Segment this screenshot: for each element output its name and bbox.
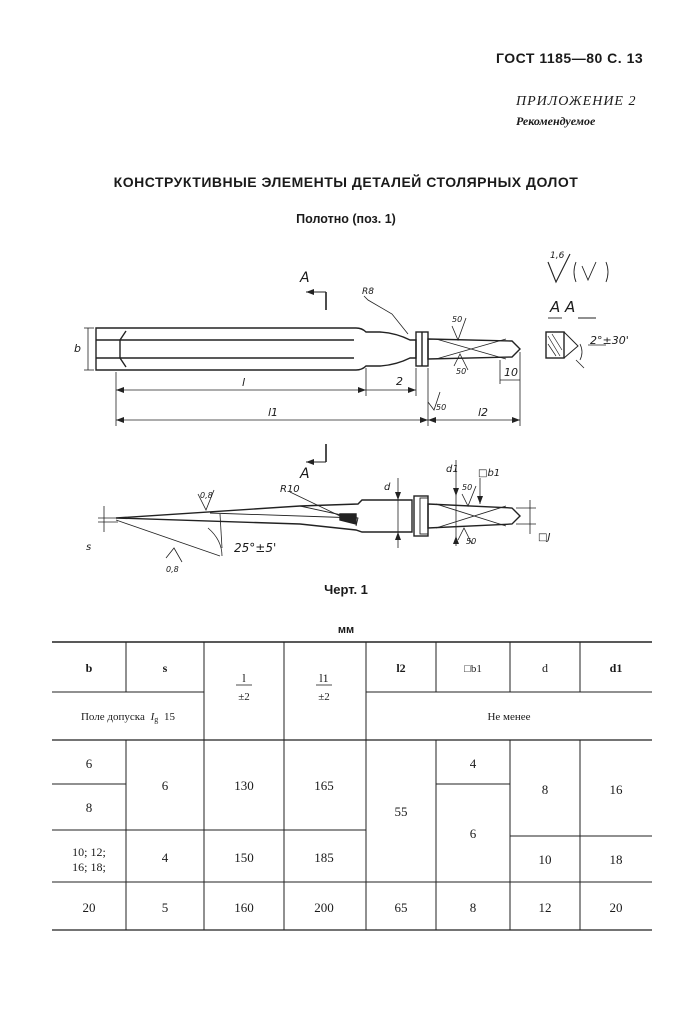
blade-side xyxy=(115,499,413,533)
dim-s: s xyxy=(86,542,91,553)
cell-s-4: 4 xyxy=(162,850,169,865)
header-d1: d1 xyxy=(610,661,623,675)
document-subtitle: Полотно (поз. 1) xyxy=(296,212,396,226)
appendix-label: ПРИЛОЖЕНИЕ 2 xyxy=(516,94,637,109)
cell-b-8: 8 xyxy=(86,800,93,815)
document-title: КОНСТРУКТИВНЫЕ ЭЛЕМЕНТЫ ДЕТАЛЕЙ СТОЛЯРНЫ… xyxy=(113,174,579,190)
dim-d: d xyxy=(384,482,391,493)
cell-s-5: 5 xyxy=(162,900,169,915)
roughness-08-a: 0,8 xyxy=(200,491,213,500)
tang xyxy=(427,338,521,360)
cell-b-10-12: 10; 12; xyxy=(72,845,106,859)
dim-l: l xyxy=(242,376,245,389)
cell-d-12: 12 xyxy=(539,900,552,915)
roughness-50-e: 50 xyxy=(466,537,476,546)
dim-l1: l1 xyxy=(268,406,278,419)
roughness-08-b: 0,8 xyxy=(166,565,179,574)
cell-l-150: 150 xyxy=(234,850,254,865)
cell-l-130: 130 xyxy=(234,778,254,793)
tolerance-label: Поле допуска Ig 15 xyxy=(81,711,176,725)
roughness-50-d: 50 xyxy=(462,483,472,492)
cell-b1-4: 4 xyxy=(470,756,477,771)
cell-d-10: 10 xyxy=(539,852,552,867)
dim-j-square: □J xyxy=(538,532,550,543)
header-d: d xyxy=(542,661,548,675)
header-s: s xyxy=(163,661,168,675)
header-l: l xyxy=(242,671,246,685)
cell-b-6: 6 xyxy=(86,756,93,771)
cell-d1-16: 16 xyxy=(610,782,624,797)
recommended-label: Рекомендуемое xyxy=(516,114,596,128)
section-angle: 2°±30' xyxy=(590,334,629,347)
cell-l1-185: 185 xyxy=(314,850,334,865)
dim-2: 2 xyxy=(396,375,403,388)
dim-b1-square: □b1 xyxy=(478,468,500,479)
roughness-50-b: 50 xyxy=(456,367,466,376)
cell-b-20: 20 xyxy=(83,900,96,915)
cell-l1-165: 165 xyxy=(314,778,334,793)
radius-r10: R10 xyxy=(280,484,300,495)
radius-r8: R8 xyxy=(362,287,374,297)
cell-b1-6: 6 xyxy=(470,826,477,841)
header-l1-tol: ±2 xyxy=(318,691,330,703)
header-l1: l1 xyxy=(319,671,328,685)
cell-l1-200: 200 xyxy=(314,900,334,915)
roughness-50-c: 50 xyxy=(436,403,446,412)
roughness-value: 1,6 xyxy=(550,251,565,261)
section-aa xyxy=(545,331,565,359)
header-l2: l2 xyxy=(396,661,405,675)
header-b: b xyxy=(86,661,93,675)
standard-number: ГОСТ 1185—80 С. 13 xyxy=(496,50,644,66)
section-mark-bottom: А xyxy=(299,466,310,482)
min-label: Не менее xyxy=(487,711,530,723)
cell-s-6: 6 xyxy=(162,778,169,793)
units-label: мм xyxy=(337,624,355,636)
cell-b-16-18: 16; 18; xyxy=(72,860,106,874)
dimensions-table: b s l ±2 l1 ±2 l2 □b1 d d1 Поле допуска … xyxy=(52,641,652,931)
cell-l2-65: 65 xyxy=(395,900,408,915)
tip-angle: 25°±5' xyxy=(234,541,276,555)
cell-l2-55: 55 xyxy=(395,804,408,819)
chisel-drawing: А А А А 1,6 2°±30' b l 2 10 l1 l2 R8 50 … xyxy=(74,251,629,574)
drawing-caption: Черт. 1 xyxy=(324,582,368,597)
cell-d-8: 8 xyxy=(542,782,549,797)
roughness-50-a: 50 xyxy=(452,315,462,324)
dim-l2: l2 xyxy=(478,406,488,419)
header-b1: □b1 xyxy=(464,663,482,675)
blade-outline xyxy=(95,327,417,371)
cell-l-160: 160 xyxy=(234,900,254,915)
section-label: А А xyxy=(549,298,575,316)
cell-d1-20: 20 xyxy=(610,900,623,915)
cell-d1-18: 18 xyxy=(610,852,623,867)
dim-b: b xyxy=(74,342,81,355)
cell-b1-8: 8 xyxy=(470,900,477,915)
dim-10: 10 xyxy=(504,366,518,379)
header-l-tol: ±2 xyxy=(238,691,250,703)
section-mark-top: А xyxy=(299,270,310,286)
dim-d1: d1 xyxy=(446,464,459,475)
